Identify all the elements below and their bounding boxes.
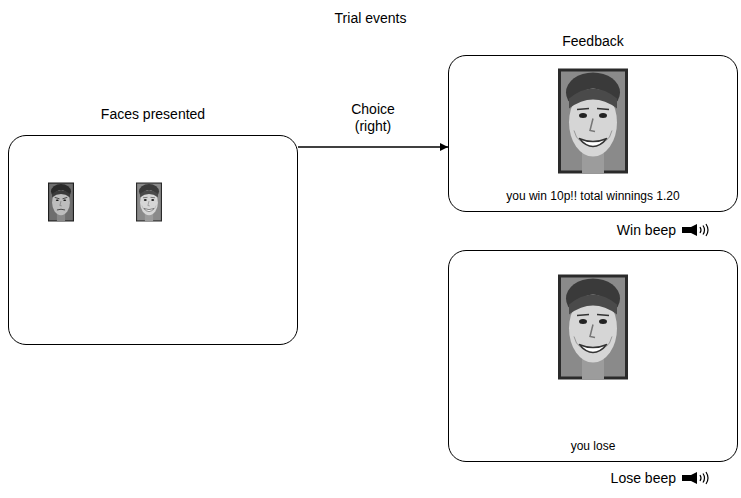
speaker-icon [682,224,708,236]
feedback-message: you win 10p!! total winnings 1.20 [449,189,737,203]
screen-heading: Faces presented [9,106,297,122]
diagram-title: Trial events [0,10,741,26]
panel-heading: Feedback [540,33,646,49]
face-photo [48,183,74,222]
feedback-message: you lose [449,439,737,453]
sound-label: Lose beep [570,470,676,486]
face-photo [558,275,628,380]
face-photo [558,69,628,174]
trial-screen: you lose [448,250,738,462]
speaker-icon [682,472,708,484]
sound-label: Win beep [570,222,676,238]
choice-arrow [298,146,448,147]
trial-screen: you win 10p!! total winnings 1.20 [448,55,738,212]
trial-screen: Faces presented [8,135,298,345]
face-photo [136,183,162,222]
edge-label: Choice (right) [341,101,405,135]
